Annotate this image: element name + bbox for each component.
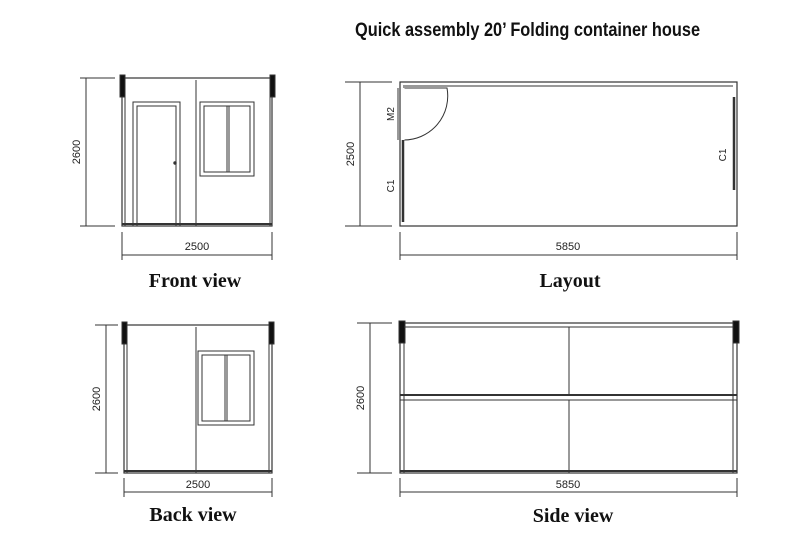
side-width-dim: 5850: [556, 479, 580, 491]
back-view-drawing: [95, 321, 275, 497]
door-label-m2: M2: [386, 107, 397, 121]
front-height-dim: 2600: [71, 140, 83, 164]
back-corner-post-right: [268, 321, 275, 345]
front-width-dim: 2500: [185, 241, 209, 253]
diagram-title: Quick assembly 20’ Folding container hou…: [355, 20, 701, 41]
front-view-outline: [121, 77, 273, 227]
front-corner-post-right: [269, 74, 276, 98]
door-handle-icon: [173, 161, 177, 165]
side-view-drawing: [357, 320, 740, 497]
front-door: [132, 101, 181, 227]
layout-width-dim: 5850: [556, 241, 580, 253]
window-label-c1-left: C1: [386, 179, 397, 192]
side-corner-post-right: [732, 320, 740, 344]
layout-height-dim: 2500: [345, 142, 357, 166]
layout-door-swing: [402, 87, 449, 141]
front-view-caption: Front view: [148, 270, 242, 292]
front-view-drawing: [80, 74, 276, 260]
back-window: [197, 350, 255, 426]
front-window: [199, 101, 255, 177]
back-height-dim: 2600: [91, 387, 103, 411]
back-view-caption: Back view: [149, 504, 237, 526]
side-corner-post-left: [398, 320, 406, 344]
back-width-dim: 2500: [186, 479, 210, 491]
side-height-dim: 2600: [355, 386, 367, 410]
layout-drawing: [345, 81, 738, 260]
back-view-outline: [123, 324, 273, 474]
window-label-c1-right: C1: [718, 148, 729, 161]
layout-outline: [399, 81, 738, 227]
front-corner-post-left: [119, 74, 126, 98]
layout-caption: Layout: [539, 270, 601, 292]
back-corner-post-left: [121, 321, 128, 345]
side-view-caption: Side view: [532, 505, 614, 527]
